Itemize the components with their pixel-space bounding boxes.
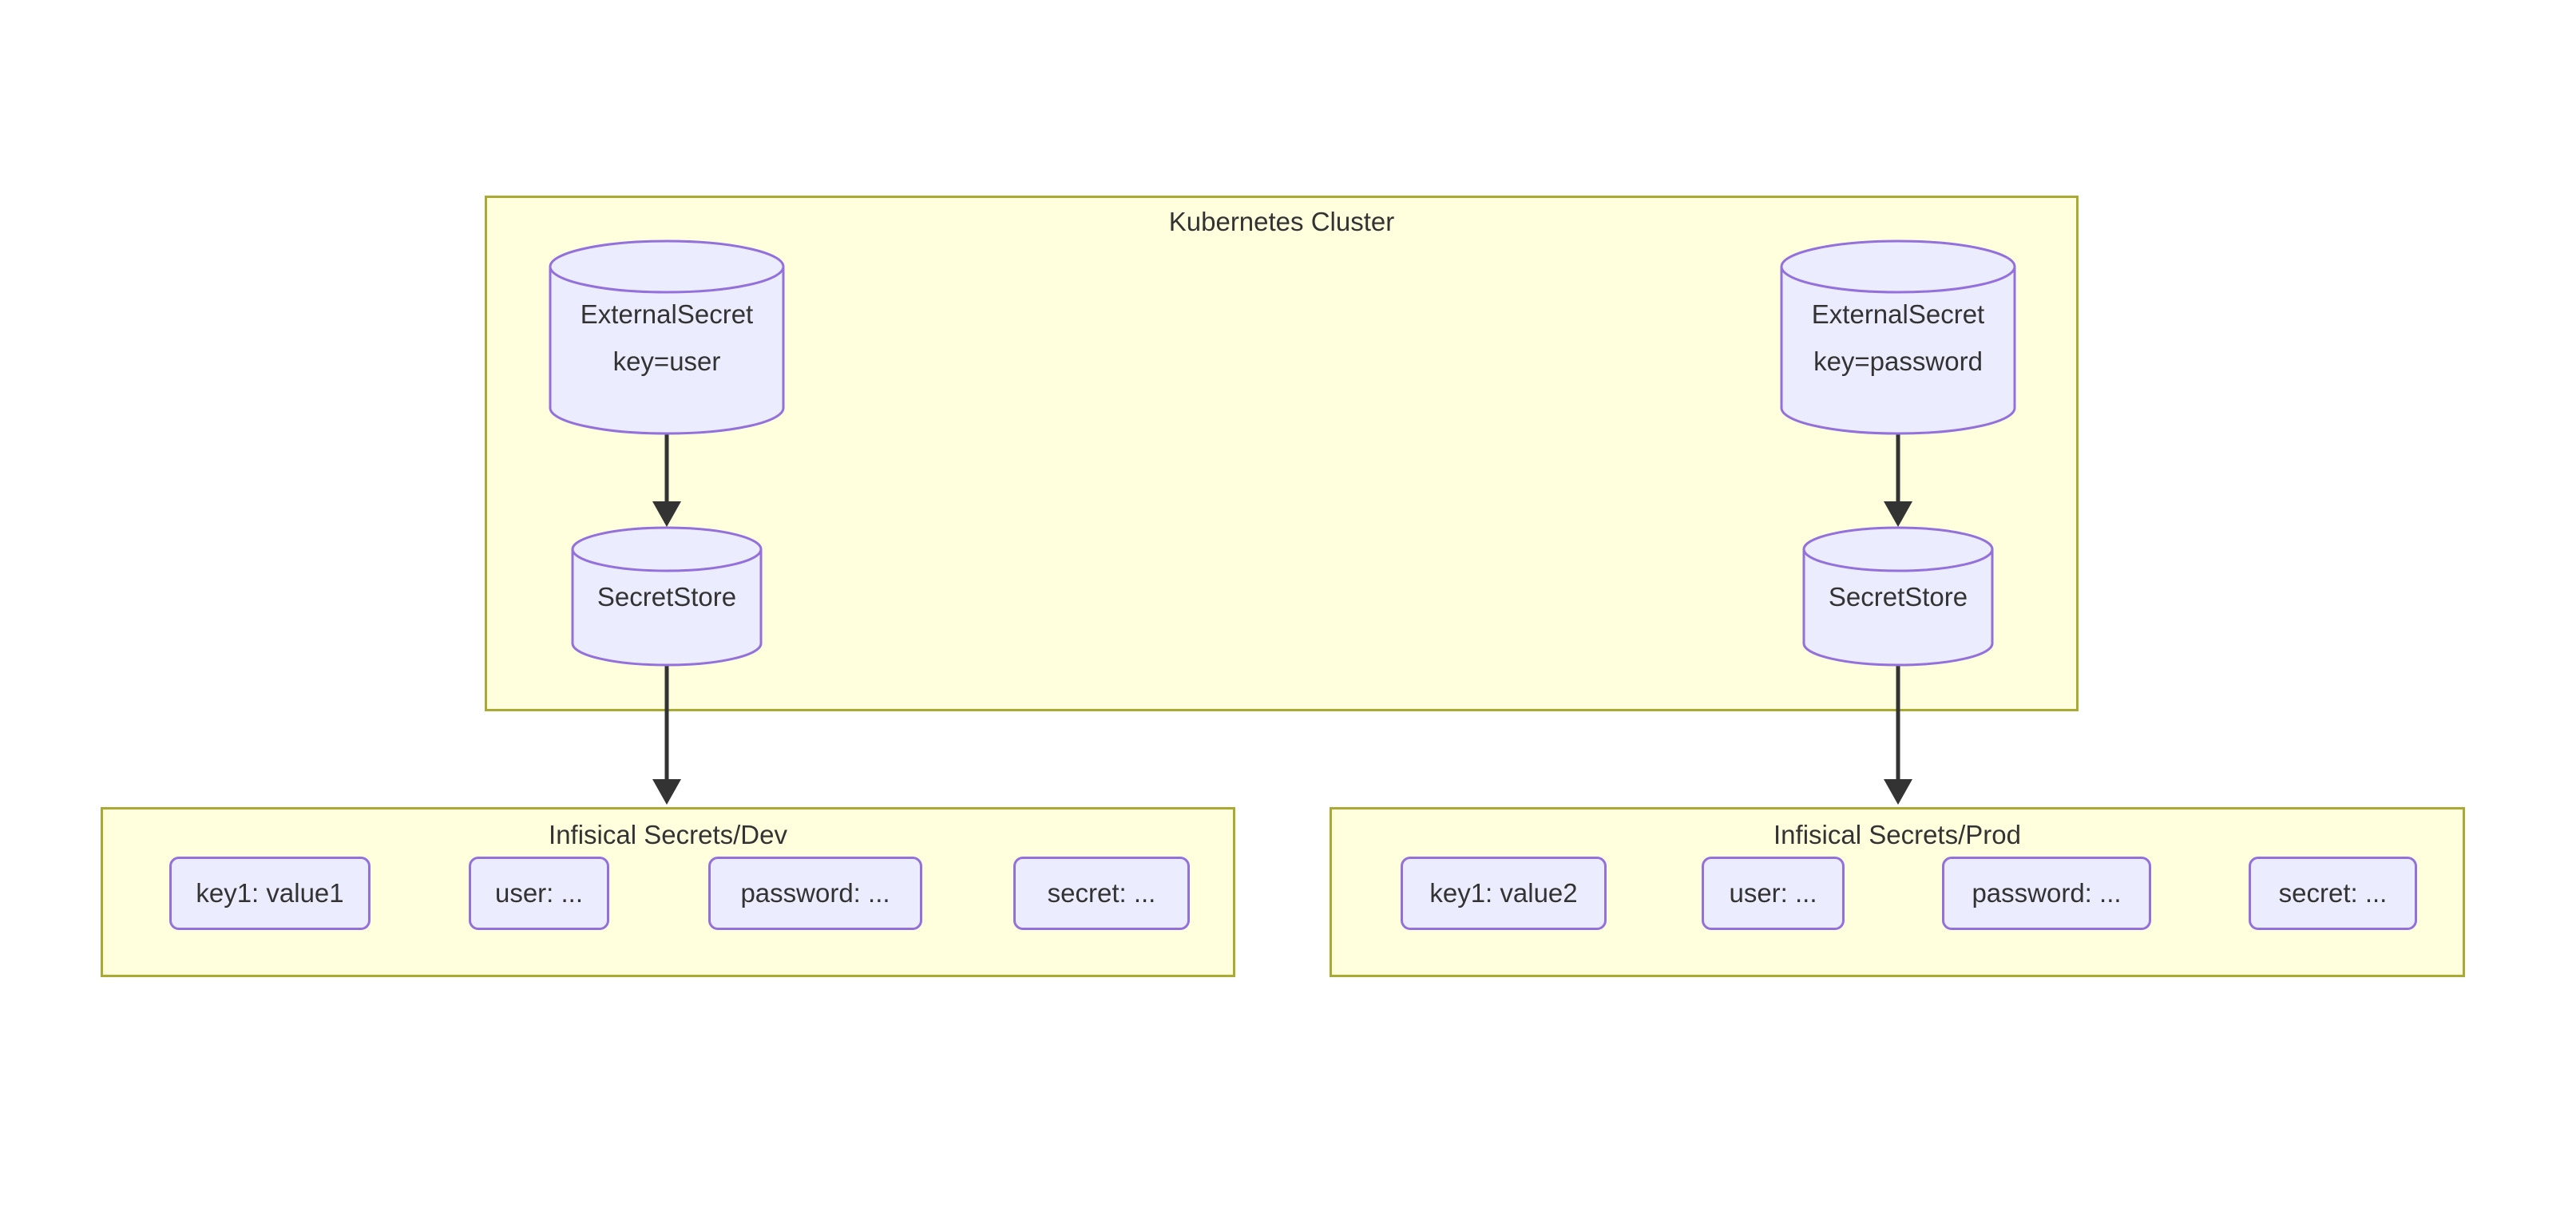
- node-secret-store-prod: SecretStore: [1802, 526, 1994, 667]
- secret-pill: user: ...: [1702, 857, 1845, 930]
- node-label-line2: key=password: [1813, 346, 1983, 376]
- cylinder-icon: [571, 526, 763, 667]
- secret-pill: key1: value1: [169, 857, 371, 930]
- node-label: SecretStore: [573, 528, 761, 665]
- cylinder-icon: [1780, 239, 2016, 435]
- node-label-line1: ExternalSecret: [580, 299, 754, 329]
- node-external-secret-user: ExternalSecret key=user: [549, 239, 785, 435]
- infisical-prod-title: Infisical Secrets/Prod: [1773, 820, 2021, 849]
- secret-pill: key1: value2: [1401, 857, 1607, 930]
- infisical-prod-box: Infisical Secrets/Prod key1: value2 user…: [1330, 807, 2465, 977]
- secret-pill: password: ...: [1942, 857, 2151, 930]
- arrowhead-icon: [1884, 779, 1912, 805]
- kubernetes-cluster-title: Kubernetes Cluster: [1168, 207, 1395, 236]
- node-label: SecretStore: [1804, 528, 1992, 665]
- arrowhead-icon: [652, 779, 681, 805]
- node-label-line1: SecretStore: [1828, 581, 1968, 612]
- cylinder-icon: [549, 239, 785, 435]
- node-label-line1: SecretStore: [596, 581, 737, 612]
- secret-pill: password: ...: [708, 857, 922, 930]
- secret-pill: user: ...: [469, 857, 609, 930]
- infisical-dev-title: Infisical Secrets/Dev: [549, 820, 787, 849]
- node-label-line1: ExternalSecret: [1811, 299, 1985, 329]
- infisical-dev-box: Infisical Secrets/Dev key1: value1 user:…: [101, 807, 1235, 977]
- secret-pill: secret: ...: [1013, 857, 1190, 930]
- node-label: ExternalSecret key=password: [1781, 241, 2015, 433]
- node-external-secret-password: ExternalSecret key=password: [1780, 239, 2016, 435]
- cylinder-icon: [1802, 526, 1994, 667]
- node-label: ExternalSecret key=user: [550, 241, 783, 433]
- secret-pill: secret: ...: [2249, 857, 2417, 930]
- node-secret-store-dev: SecretStore: [571, 526, 763, 667]
- node-label-line2: key=user: [612, 346, 721, 376]
